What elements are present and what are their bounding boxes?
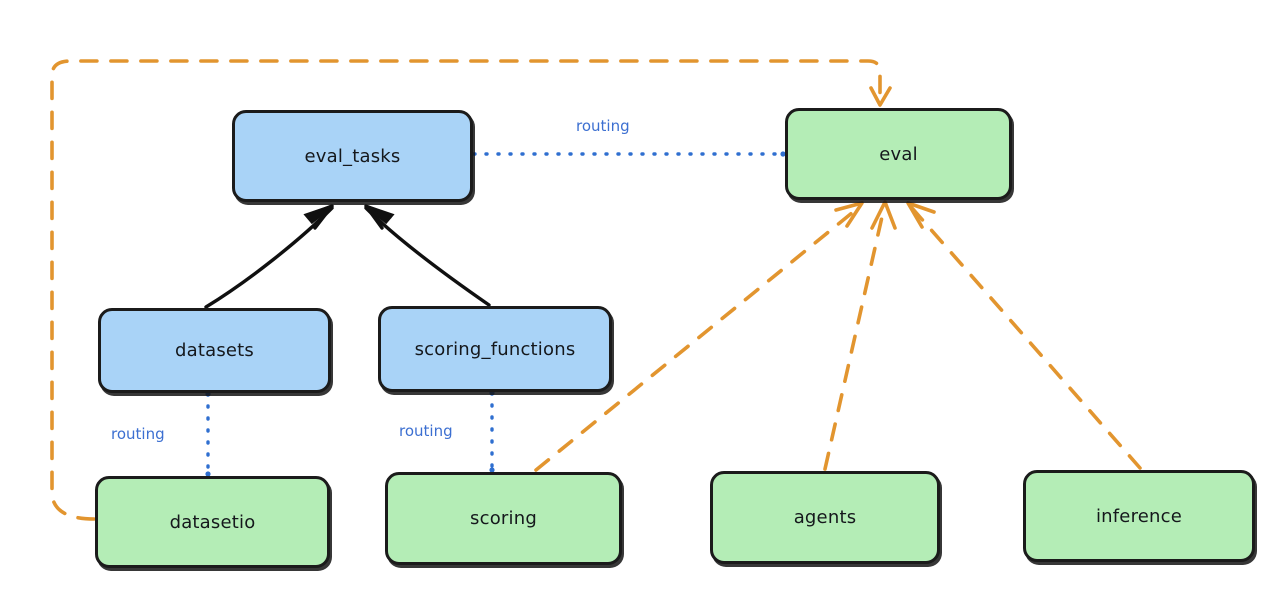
node-agents[interactable]: agents	[710, 471, 940, 564]
edge-eval_tasks-to-eval	[472, 151, 786, 157]
node-label-datasetio: datasetio	[169, 511, 256, 533]
edge-datasets-to-datasetio	[205, 391, 211, 477]
edge-label-routing-eval-tasks-eval: routing	[576, 117, 630, 135]
edge-scoring_functions-to-scoring	[489, 390, 495, 473]
node-label-datasets: datasets	[174, 340, 255, 361]
node-datasets[interactable]: datasets	[98, 308, 331, 393]
node-inference[interactable]: inference	[1023, 470, 1255, 562]
edge-datasets-to-eval_tasks	[204, 204, 334, 309]
edge-inference-to-eval	[906, 201, 1142, 470]
node-label-agents: agents	[793, 507, 857, 528]
node-scoring-functions[interactable]: scoring_functions	[378, 306, 612, 392]
node-scoring[interactable]: scoring	[385, 472, 622, 565]
node-label-scoring: scoring	[470, 508, 537, 529]
edge-scoring-to-eval	[534, 201, 864, 472]
edge-label-routing-datasets-datasetio: routing	[111, 425, 165, 443]
node-datasetio[interactable]: datasetio	[95, 476, 330, 568]
edge-agents-to-eval	[823, 200, 897, 471]
node-label-scoring-functions: scoring_functions	[414, 338, 576, 360]
node-eval[interactable]: eval	[785, 108, 1012, 200]
node-eval-tasks[interactable]: eval_tasks	[232, 110, 473, 202]
edge-label-routing-scoring-functions-scoring: routing	[399, 422, 453, 440]
node-label-eval-tasks: eval_tasks	[304, 145, 401, 167]
node-label-eval: eval	[879, 143, 918, 165]
edge-scoring_functions-to-eval_tasks	[364, 204, 491, 307]
node-label-inference: inference	[1095, 505, 1183, 527]
edge-datasetio-to-eval	[50, 59, 892, 521]
